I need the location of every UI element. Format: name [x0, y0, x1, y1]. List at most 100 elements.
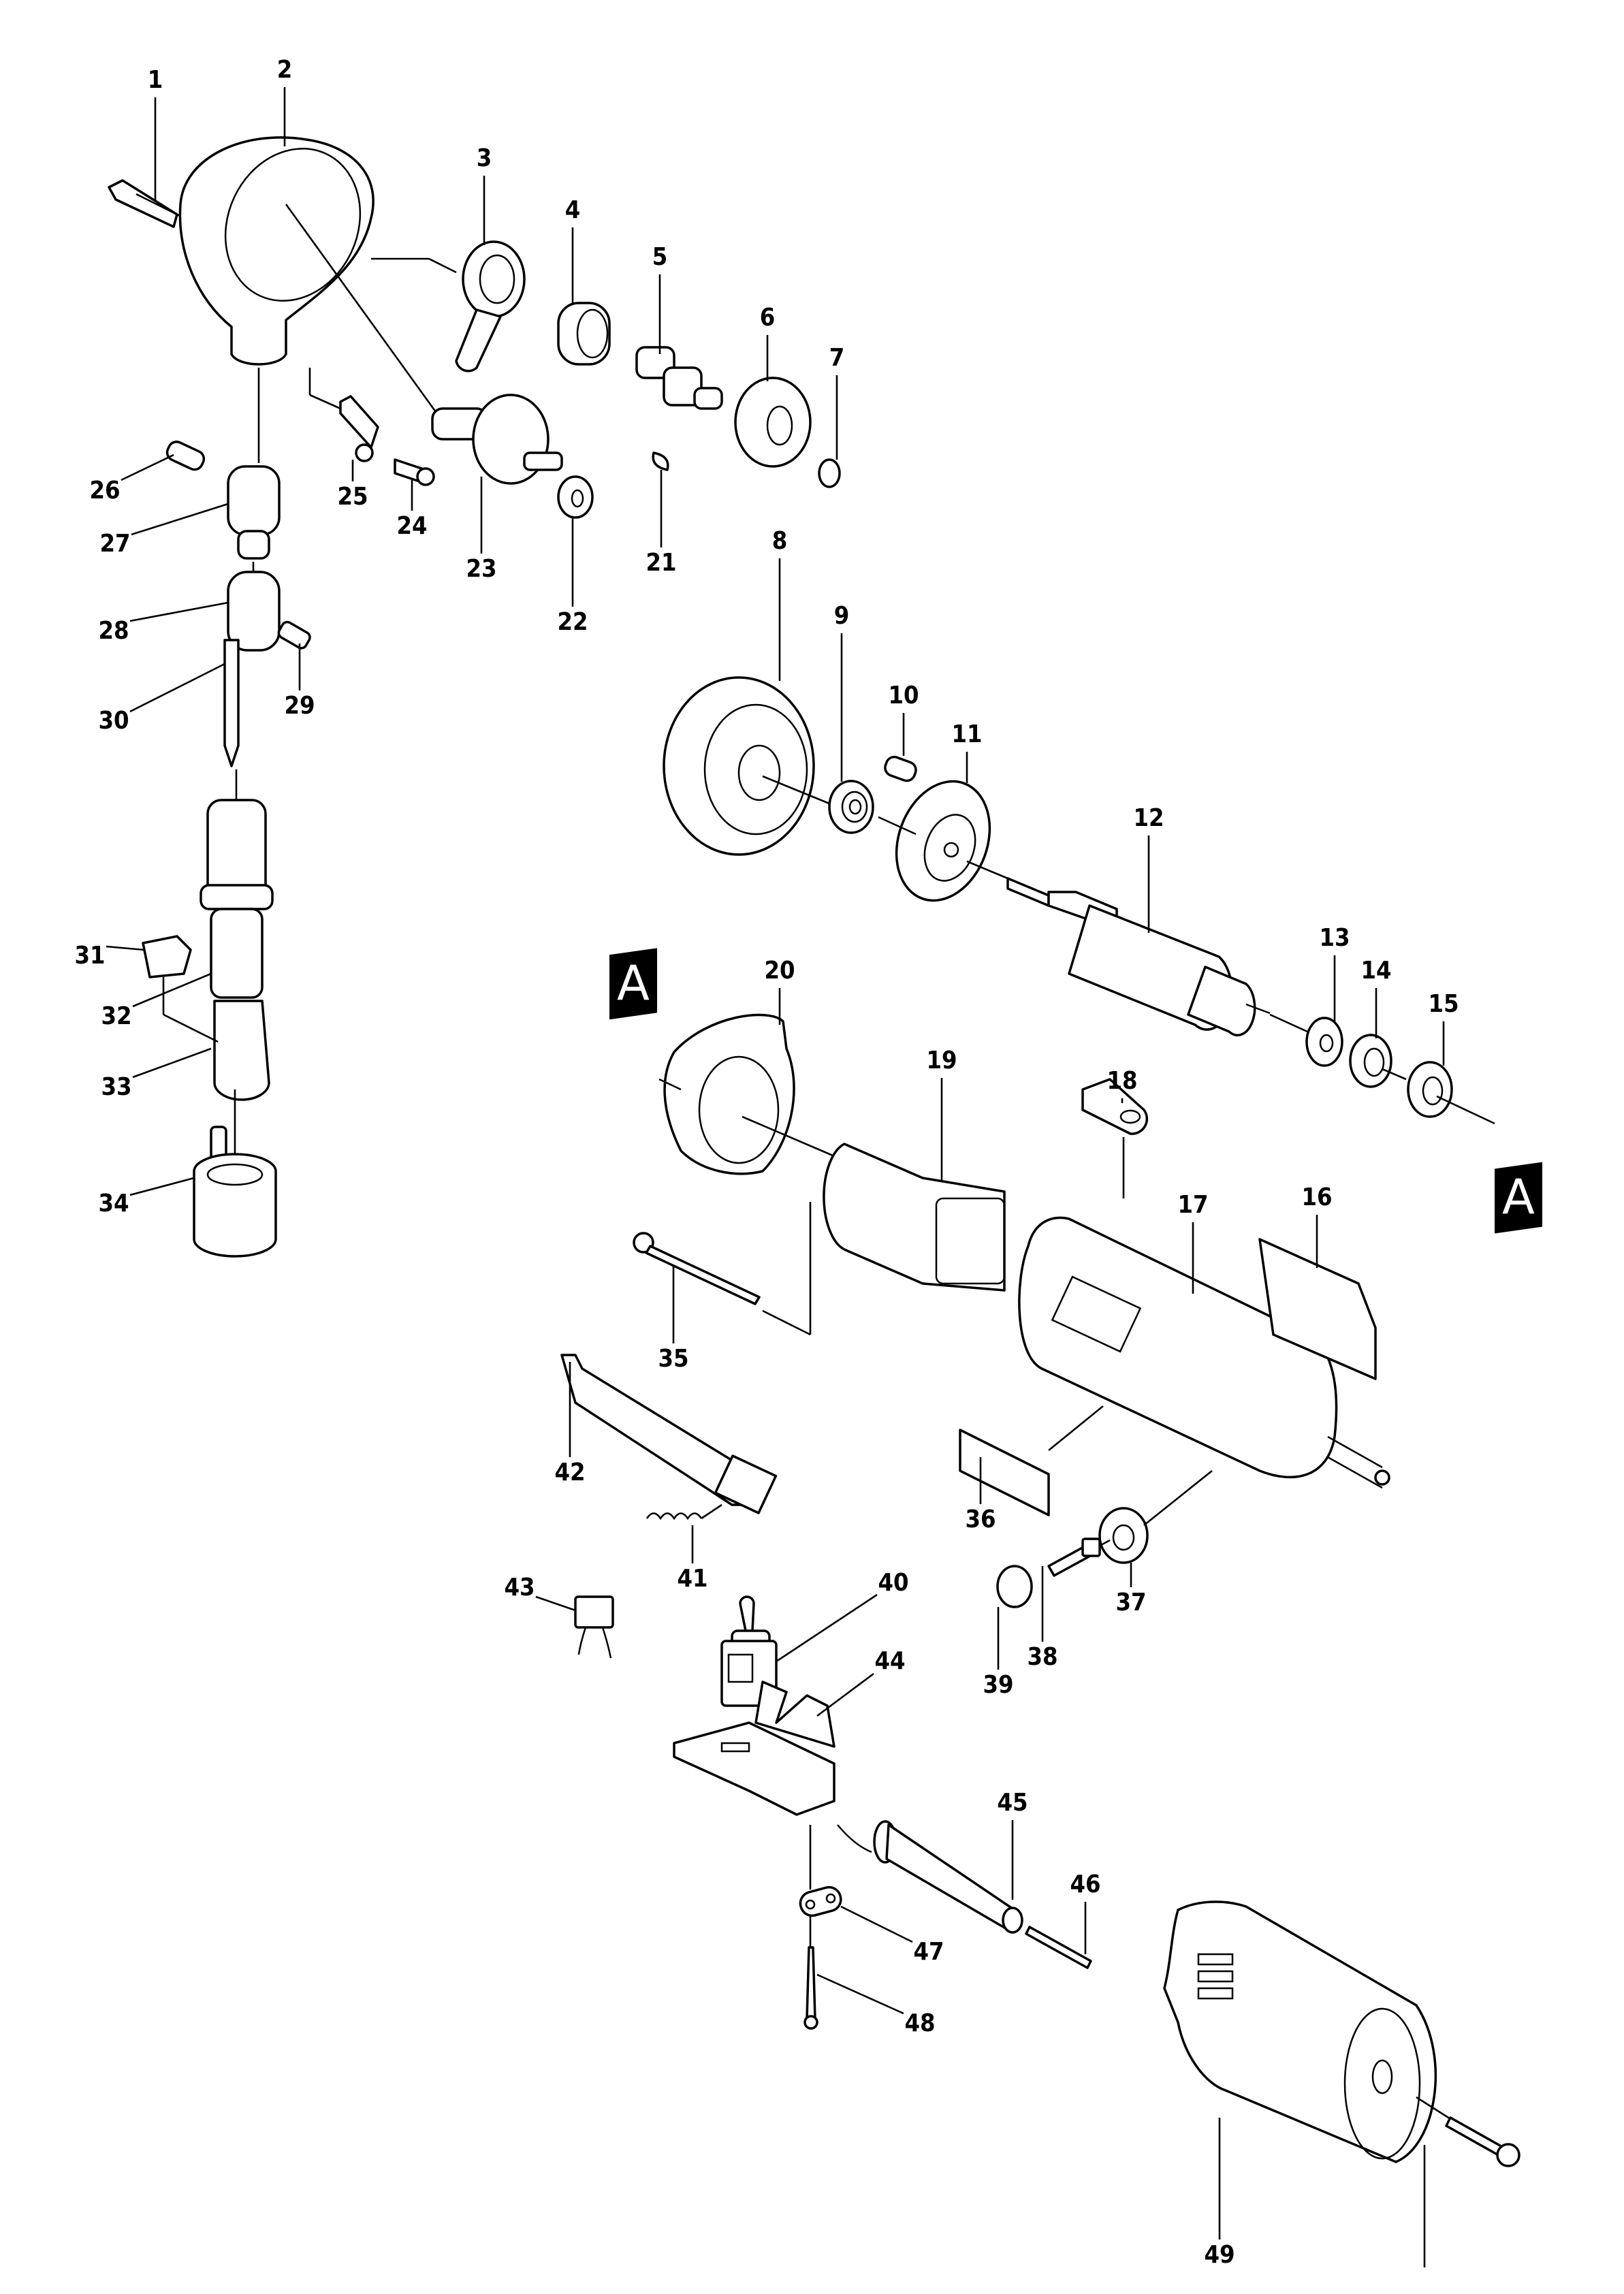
part-18-clip: [1081, 1078, 1149, 1135]
callout-38: 38: [1027, 1643, 1057, 1671]
callout-25: 25: [337, 483, 368, 511]
leader-line: [1436, 1095, 1495, 1125]
part-43-noise-suppressor: [574, 1595, 614, 1659]
callout-leader: [132, 1047, 212, 1079]
leader-line: [1048, 1405, 1104, 1452]
callout-leader: [776, 1593, 878, 1663]
part-20-baffle-plate: [663, 1013, 795, 1175]
callout-15: 15: [1428, 990, 1459, 1018]
leader-line: [762, 1309, 811, 1336]
callout-24: 24: [396, 512, 427, 540]
leader-line: [762, 775, 838, 808]
callout-leader: [535, 1595, 576, 1612]
callout-5: 5: [652, 243, 668, 271]
callout-1: 1: [148, 66, 163, 94]
callout-16: 16: [1301, 1183, 1332, 1211]
part-46-cord: [1025, 1926, 1092, 1969]
leader-line: [163, 1013, 219, 1043]
callout-2: 2: [277, 56, 293, 84]
callout-11: 11: [951, 720, 982, 748]
leader-line: [742, 1115, 838, 1159]
part-7-retaining-ring: [818, 458, 841, 488]
callout-leader: [816, 1973, 904, 2015]
part-8-bearing-box: [663, 676, 815, 856]
reference-marker-a-left: A: [609, 948, 657, 1020]
callout-30: 30: [98, 707, 129, 735]
part-12-armature: [1006, 877, 1271, 1037]
part-27-joint: [227, 465, 281, 560]
part-2-gear-housing: [178, 136, 375, 366]
svg-text:A: A: [617, 955, 650, 1011]
part-10-pin: [884, 755, 917, 782]
callout-leader: [129, 601, 229, 622]
part-17-motor-housing: [1018, 1216, 1390, 1489]
part-11-fan: [895, 780, 991, 902]
part-5-crank-shaft: [635, 346, 723, 410]
callout-34: 34: [98, 1190, 129, 1217]
callout-leader: [840, 1905, 913, 1943]
callout-leader: [131, 503, 229, 536]
part-19-field: [823, 1143, 1006, 1292]
part-48-tapping-screw: [803, 1946, 818, 2030]
callout-48: 48: [904, 2009, 935, 2037]
callout-12: 12: [1133, 804, 1164, 832]
part-22-flat-washer: [557, 475, 594, 519]
part-28-holder: [227, 571, 281, 652]
callout-42: 42: [554, 1459, 585, 1486]
part-50-tapping-screw: [1445, 2116, 1520, 2167]
part-49-rear-cover: [1163, 1900, 1437, 2163]
part-34-die: [193, 1153, 277, 1258]
callout-7: 7: [829, 344, 845, 372]
callout-39: 39: [983, 1671, 1013, 1699]
callout-3: 3: [477, 144, 492, 172]
callout-32: 32: [101, 1002, 131, 1030]
leader-line: [1269, 1013, 1308, 1033]
part-45-cord-guard: [837, 1820, 1023, 1934]
leader-line: [428, 257, 457, 274]
leader-line: [878, 816, 917, 835]
part-47-strain-relief: [799, 1885, 842, 1917]
callout-8: 8: [772, 527, 788, 555]
part-21-woodruff-key: [652, 451, 669, 471]
part-3-connecting-rod: [455, 240, 526, 372]
callout-leader: [816, 1672, 874, 1717]
callout-18: 18: [1106, 1067, 1137, 1095]
callouts: 1 2 3 4 5 6 7 8 9 10 11 12 13: [74, 56, 1459, 2269]
callout-37: 37: [1115, 1589, 1146, 1616]
part-1-screw: [108, 179, 185, 228]
leader-line: [1143, 1469, 1213, 1527]
callout-leader: [129, 1177, 195, 1196]
part-37-brush-holder: [1098, 1507, 1149, 1564]
part-35-screw: [633, 1232, 761, 1305]
callout-44: 44: [874, 1647, 905, 1675]
callout-26: 26: [89, 477, 120, 505]
callout-23: 23: [466, 555, 496, 583]
leader-line: [1382, 1068, 1407, 1081]
part-4-needle-bearing: [557, 302, 611, 366]
callout-40: 40: [878, 1569, 908, 1597]
part-25-lock-plate: [339, 395, 379, 462]
part-30-punch: [223, 639, 240, 767]
callout-28: 28: [98, 617, 129, 645]
part-24-tapping-screw: [394, 458, 435, 486]
svg-text:A: A: [1502, 1169, 1535, 1225]
callout-4: 4: [565, 196, 581, 224]
part-32-die-holder: [200, 799, 274, 1101]
leader-line: [285, 204, 437, 413]
callout-29: 29: [284, 692, 315, 720]
callout-leader: [129, 663, 225, 713]
leader-line: [966, 860, 1008, 880]
part-16-name-plate: [1258, 1238, 1377, 1380]
callout-10: 10: [888, 682, 919, 710]
callout-leader: [121, 453, 174, 481]
callout-leader: [106, 945, 145, 951]
callout-21: 21: [646, 549, 676, 577]
callout-47: 47: [913, 1938, 944, 1966]
callout-31: 31: [74, 942, 105, 970]
leader-line: [701, 1503, 722, 1520]
part-41-spring: [646, 1512, 703, 1520]
callout-13: 13: [1319, 924, 1350, 952]
callout-41: 41: [677, 1565, 707, 1593]
part-39-brush-cap: [996, 1565, 1033, 1608]
callout-46: 46: [1070, 1870, 1100, 1898]
